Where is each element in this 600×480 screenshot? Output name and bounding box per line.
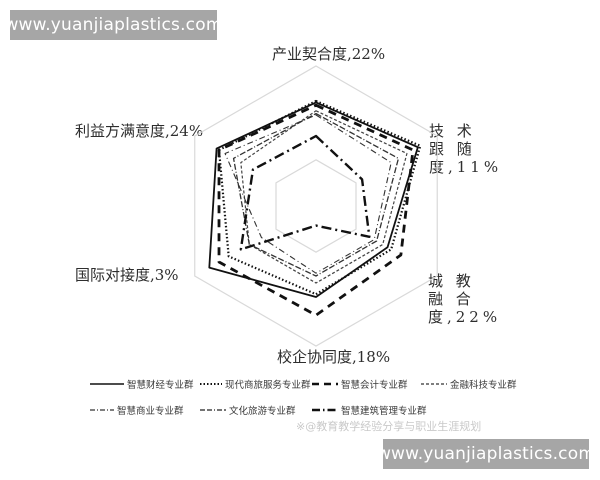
series-0: [208, 101, 419, 298]
series-4: [224, 114, 392, 274]
legend-item-6: 智慧建筑管理专业群: [312, 403, 427, 417]
legend-item-1: 现代商旅服务专业群: [200, 377, 311, 391]
series-3: [240, 110, 408, 284]
watermark-bottom: www.yuanjiaplastics.com: [377, 439, 595, 469]
source-credit: ※@教育教学经验分享与职业生涯规划: [296, 420, 482, 433]
legend-item-5: 文化旅游专业群: [200, 403, 296, 417]
axis-label-tech-follow: 技 术 跟 随 度,11%: [429, 122, 503, 176]
axis-label-international: 国际对接度,3%: [75, 266, 179, 284]
legend-label: 智慧建筑管理专业群: [341, 406, 427, 417]
series-6: [239, 134, 371, 251]
legend-item-3: 金融科技专业群: [421, 377, 517, 391]
watermark-top: www.yuanjiaplastics.com: [4, 10, 222, 40]
legend-label: 智慧会计专业群: [341, 380, 408, 391]
axis-label-stakeholder: 利益方满意度,24%: [75, 122, 204, 140]
legend-item-0: 智慧财经专业群: [90, 377, 194, 391]
legend-label: 文化旅游专业群: [229, 406, 296, 417]
legend-item-2: 智慧会计专业群: [312, 377, 408, 391]
legend-label: 现代商旅服务专业群: [225, 380, 311, 391]
legend-label: 智慧财经专业群: [127, 380, 194, 391]
radar-grid: [194, 65, 438, 347]
series-2: [217, 103, 415, 317]
axis-label-industry-fit: 产业契合度,22%: [272, 45, 386, 63]
axis-label-school-enterprise: 校企协同度,18%: [277, 348, 391, 366]
legend-label: 智慧商业专业群: [117, 406, 184, 417]
axis-label-city-edu: 城 教 融 合 度,22%: [428, 272, 502, 326]
radar-series: [208, 99, 422, 317]
legend-item-4: 智慧商业专业群: [90, 403, 184, 417]
series-5: [232, 112, 400, 277]
legend-label: 金融科技专业群: [450, 380, 517, 391]
